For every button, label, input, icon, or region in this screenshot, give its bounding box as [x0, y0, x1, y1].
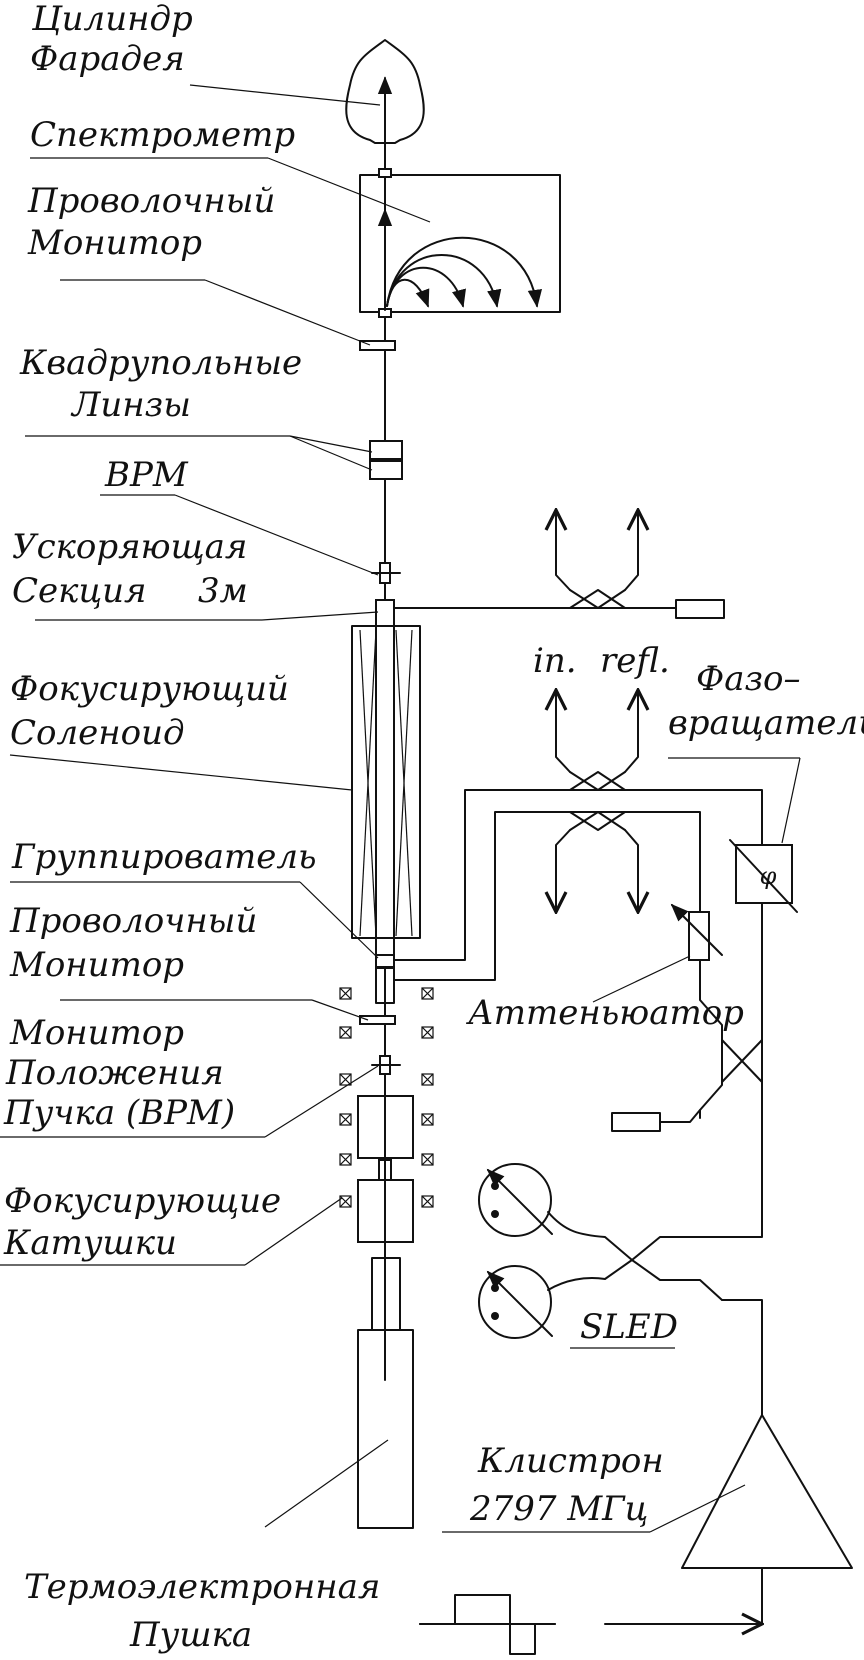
label-sled: SLED	[580, 1307, 678, 1347]
wire-monitor-bottom	[359, 1015, 396, 1025]
label-refl: refl.	[600, 641, 670, 681]
label-bpm-bot-2: Положения	[5, 1053, 224, 1093]
coupler-low-arrow-left	[556, 829, 571, 912]
spectrometer-arc-3	[386, 254, 502, 308]
label-spectrometer: Спектрометр	[30, 115, 295, 155]
coupler-top-a	[569, 589, 626, 609]
label-faraday-1: Цилиндр	[31, 0, 193, 39]
cross-b	[721, 1039, 763, 1083]
klystron-triangle	[681, 1414, 853, 1569]
spectrometer-port-top	[378, 168, 392, 178]
phase-shifter-box	[735, 844, 793, 904]
electron-gun	[357, 1329, 414, 1529]
acc-input-waveguide	[393, 789, 763, 1223]
leader-lines	[0, 84, 801, 1533]
label-in: in.	[533, 641, 577, 681]
label-attenuator: Аттеньюатор	[466, 993, 744, 1033]
label-bpm-bot-3: Пучка (ВРМ)	[3, 1093, 235, 1133]
label-wire-monitor-bot-1: Проволочный	[9, 901, 257, 941]
label-wire-monitor-top-1: Проволочный	[27, 181, 275, 221]
label-wire-monitor-bot-2: Монитор	[9, 945, 184, 985]
label-accel-2: Секция	[12, 571, 147, 611]
faraday-cup	[345, 39, 425, 144]
accelerating-section	[375, 599, 395, 969]
coupler-top-b	[569, 589, 626, 609]
sled-line-2	[547, 1221, 763, 1291]
attenuator-arrow	[670, 903, 723, 956]
label-quad-2: Линзы	[70, 385, 191, 425]
buncher-block	[375, 954, 395, 968]
solenoid-winding-2	[359, 629, 377, 937]
coupler-mid-b	[569, 771, 626, 791]
label-buncher: Группирователь	[11, 837, 317, 877]
label-wire-monitor-top-2: Монитор	[27, 223, 202, 263]
load-bottom-feed	[659, 1109, 701, 1123]
label-bpm-top: ВРМ	[104, 455, 189, 495]
solenoid-winding-4	[395, 629, 413, 937]
sled-tuner-2	[486, 1270, 553, 1337]
sled-cavity-2	[478, 1265, 552, 1339]
solenoid-body	[351, 625, 421, 939]
label-phase-2: вращатель	[668, 703, 864, 743]
label-klystron-1: Клистрон	[477, 1441, 664, 1481]
label-gun-2: Пушка	[129, 1615, 252, 1655]
label-gun-1: Термоэлектронная	[24, 1567, 380, 1607]
coupler-top-arrow-right	[624, 510, 638, 591]
rf-load-top	[675, 599, 725, 619]
coupler-low-arrow-right	[624, 829, 638, 912]
sled-dot-4	[491, 1312, 499, 1320]
label-bpm-bot-1: Монитор	[9, 1013, 184, 1053]
coupler-refl-arrow	[624, 690, 638, 773]
phi-symbol: φ	[760, 862, 777, 890]
buncher-waveguide	[393, 811, 723, 1119]
klystron-output	[721, 1299, 763, 1416]
coil-symbols	[339, 987, 434, 1208]
label-klystron-2: 2797 МГц	[469, 1489, 648, 1529]
label-phase-1: Фазо–	[696, 659, 801, 699]
sled-dot-3	[491, 1284, 499, 1292]
buncher-lower	[375, 966, 395, 1004]
coupler-in-arrow	[556, 690, 571, 773]
coupler-top-arrow-left	[556, 510, 571, 591]
sled-dot-2	[491, 1210, 499, 1218]
spectrometer-arc-4	[386, 236, 542, 308]
label-accel-length: 3м	[198, 571, 248, 611]
coupler-low-b	[569, 811, 626, 831]
coupler-low-a	[569, 811, 626, 831]
label-solenoid-2: Соленоид	[10, 713, 185, 753]
rf-load-bottom	[611, 1112, 661, 1132]
label-coils-2: Катушки	[3, 1223, 177, 1263]
label-accel-1: Ускоряющая	[12, 527, 247, 567]
phase-shifter-arrow	[729, 839, 798, 913]
spectrometer-box	[359, 174, 561, 313]
sled-tuner-1	[486, 1168, 553, 1235]
quad-lens-1	[369, 440, 403, 460]
attenuator-box	[688, 911, 710, 961]
sled-line-1	[547, 1211, 723, 1301]
wire-monitor-top	[359, 340, 396, 351]
label-coils-1: Фокусирующие	[4, 1181, 281, 1221]
sled-dot-1	[491, 1182, 499, 1190]
label-quad-1: Квадрупольные	[19, 343, 302, 383]
coupler-mid-a	[569, 771, 626, 791]
sled-cavity-1	[478, 1163, 552, 1237]
label-solenoid-1: Фокусирующий	[10, 669, 289, 709]
label-faraday-2: Фарадея	[30, 39, 185, 79]
quad-lens-2	[369, 460, 403, 480]
